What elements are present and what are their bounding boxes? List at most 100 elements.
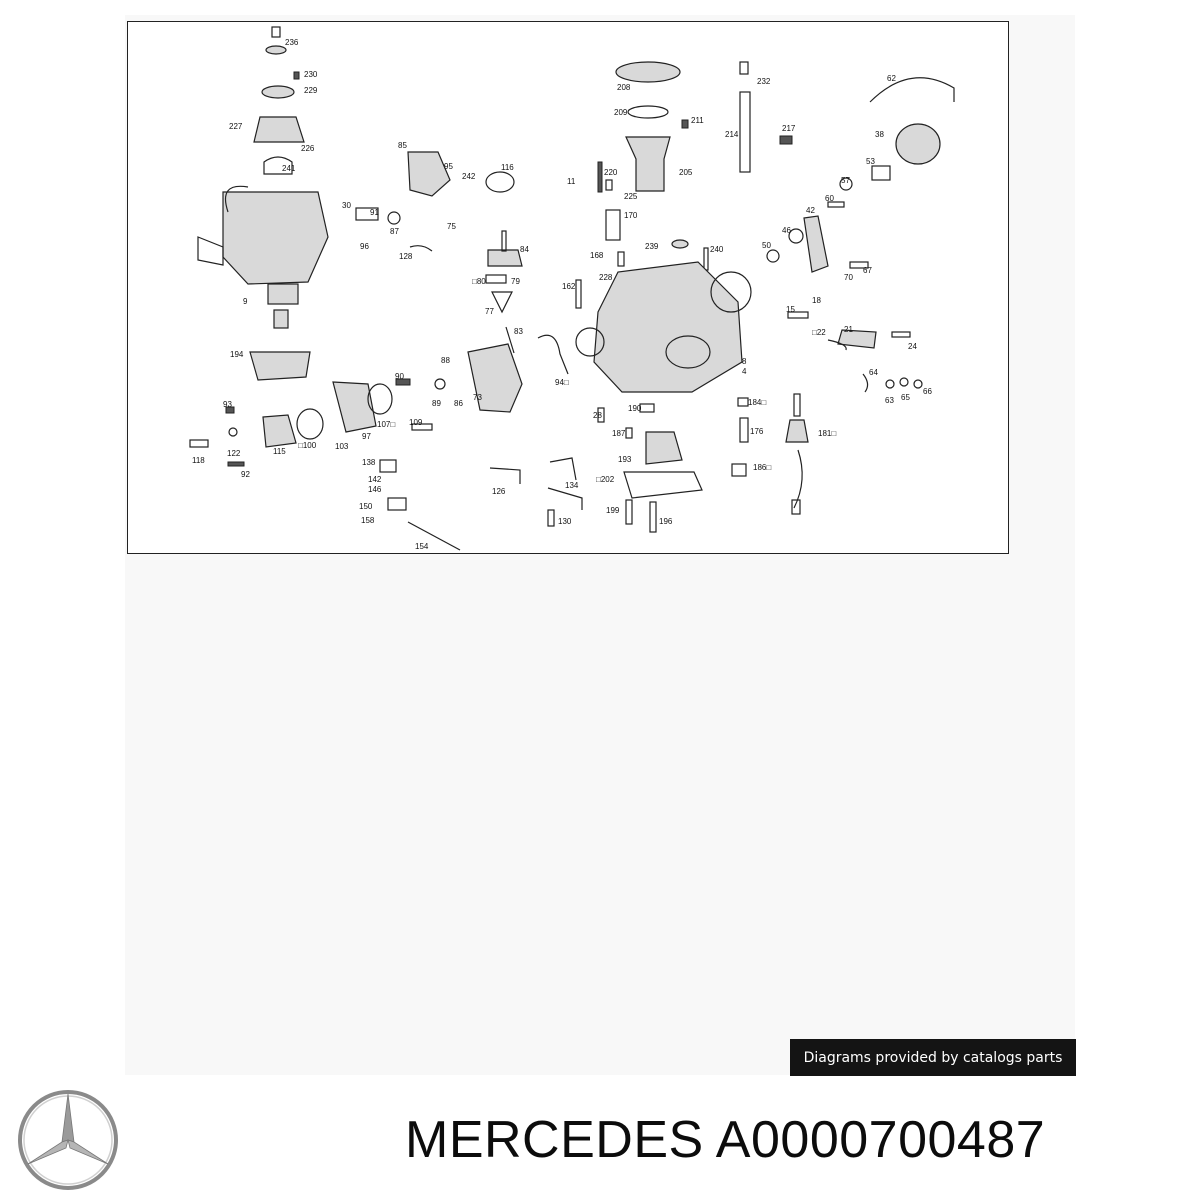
callout-77: 77 bbox=[485, 307, 494, 316]
mercedes-star-icon bbox=[18, 1090, 118, 1190]
callout-75: 75 bbox=[447, 222, 456, 231]
callout-42: 42 bbox=[806, 206, 815, 215]
callout-109: 109 bbox=[409, 418, 423, 427]
callout-116: 116 bbox=[501, 163, 514, 172]
exploded-view-drawing: 236 230 229 227 226 241 30 9 194 93 122 … bbox=[189, 26, 955, 551]
callout-209: 209 bbox=[614, 108, 628, 117]
callout-9: 9 bbox=[243, 297, 248, 306]
callout-79: 79 bbox=[511, 277, 520, 286]
callout-21: 21 bbox=[844, 325, 853, 334]
callout-65: 65 bbox=[901, 393, 910, 402]
callout-24: 24 bbox=[908, 342, 917, 351]
callout-181: 181□ bbox=[818, 429, 836, 438]
callout-158: 158 bbox=[361, 516, 375, 525]
callout-202: □202 bbox=[596, 475, 615, 484]
callout-126: 126 bbox=[492, 487, 506, 496]
callout-18: 18 bbox=[812, 296, 821, 305]
callout-97: 97 bbox=[362, 432, 371, 441]
callout-80: □80 bbox=[472, 277, 486, 286]
callout-186: 186□ bbox=[753, 463, 771, 472]
callout-138: 138 bbox=[362, 458, 376, 467]
callout-240: 240 bbox=[710, 245, 724, 254]
callout-84: 84 bbox=[520, 245, 529, 254]
callout-90: 90 bbox=[395, 372, 404, 381]
callout-87: 87 bbox=[390, 227, 399, 236]
callout-168: 168 bbox=[590, 251, 604, 260]
callout-88: 88 bbox=[441, 356, 450, 365]
callout-184: 184□ bbox=[748, 398, 766, 407]
callout-93: 93 bbox=[223, 400, 232, 409]
callout-64: 64 bbox=[869, 368, 878, 377]
callout-146: 146 bbox=[368, 485, 382, 494]
brand-name: MERCEDES bbox=[405, 1111, 704, 1169]
callout-67: 67 bbox=[863, 266, 872, 275]
callout-95: 95 bbox=[444, 162, 453, 171]
callout-53: 53 bbox=[866, 157, 875, 166]
callout-228: 228 bbox=[599, 273, 613, 282]
callout-4: 4 bbox=[742, 367, 747, 376]
callout-8: 8 bbox=[742, 357, 747, 366]
callout-242: 242 bbox=[462, 172, 476, 181]
callout-128: 128 bbox=[399, 252, 413, 261]
callout-70: 70 bbox=[844, 273, 853, 282]
callout-91: 91 bbox=[370, 208, 379, 217]
callout-134: 134 bbox=[565, 481, 579, 490]
callout-142: 142 bbox=[368, 475, 382, 484]
callout-115: 115 bbox=[273, 447, 286, 456]
callout-86: 86 bbox=[454, 399, 463, 408]
callout-15: 15 bbox=[786, 305, 795, 314]
callout-199: 199 bbox=[606, 506, 620, 515]
callout-232: 232 bbox=[757, 77, 771, 86]
callout-85: 85 bbox=[398, 141, 407, 150]
parts-diagram: 236 230 229 227 226 241 30 9 194 93 122 … bbox=[127, 21, 1009, 554]
callout-122: 122 bbox=[227, 449, 241, 458]
callout-226: 226 bbox=[301, 144, 315, 153]
part-shapes bbox=[189, 26, 955, 551]
callout-96: 96 bbox=[360, 242, 369, 251]
callout-46: 46 bbox=[782, 226, 791, 235]
callout-107: 107□ bbox=[377, 420, 395, 429]
callout-63: 63 bbox=[885, 396, 894, 405]
callout-28: 28 bbox=[593, 411, 602, 420]
part-number: A0000700487 bbox=[715, 1111, 1046, 1169]
callout-83: 83 bbox=[514, 327, 523, 336]
callout-92: 92 bbox=[241, 470, 250, 479]
callout-66: 66 bbox=[923, 387, 932, 396]
callout-130: 130 bbox=[558, 517, 572, 526]
callout-154: 154 bbox=[415, 542, 429, 551]
callout-62: 62 bbox=[887, 74, 896, 83]
callout-236: 236 bbox=[285, 38, 299, 47]
callout-57: 57 bbox=[841, 176, 850, 185]
callout-230: 230 bbox=[304, 70, 318, 79]
callout-73: 73 bbox=[473, 393, 482, 402]
callout-190: 190 bbox=[628, 404, 642, 413]
callout-94: 94□ bbox=[555, 378, 569, 387]
callout-205: 205 bbox=[679, 168, 693, 177]
callout-170: 170 bbox=[624, 211, 638, 220]
callout-187: 187 bbox=[612, 429, 626, 438]
callout-211: 211 bbox=[691, 116, 704, 125]
callout-50: 50 bbox=[762, 241, 771, 250]
callout-239: 239 bbox=[645, 242, 659, 251]
callout-22: □22 bbox=[812, 328, 826, 337]
callout-229: 229 bbox=[304, 86, 318, 95]
callout-100: □100 bbox=[298, 441, 317, 450]
callout-38: 38 bbox=[875, 130, 884, 139]
callout-162: 162 bbox=[562, 282, 576, 291]
callout-217: 217 bbox=[782, 124, 796, 133]
callout-11: 11 bbox=[567, 177, 576, 186]
diagram-credit-banner: Diagrams provided by catalogs parts bbox=[790, 1039, 1076, 1076]
callout-30: 30 bbox=[342, 201, 351, 210]
callout-150: 150 bbox=[359, 502, 373, 511]
callout-89: 89 bbox=[432, 399, 441, 408]
callout-225: 225 bbox=[624, 192, 638, 201]
callout-193: 193 bbox=[618, 455, 632, 464]
callout-241: 241 bbox=[282, 164, 296, 173]
callout-118: 118 bbox=[192, 456, 205, 465]
callout-208: 208 bbox=[617, 83, 631, 92]
callout-176: 176 bbox=[750, 427, 764, 436]
callout-labels: 236 230 229 227 226 241 30 9 194 93 122 … bbox=[192, 38, 932, 551]
callout-214: 214 bbox=[725, 130, 739, 139]
callout-103: 103 bbox=[335, 442, 349, 451]
callout-60: 60 bbox=[825, 194, 834, 203]
